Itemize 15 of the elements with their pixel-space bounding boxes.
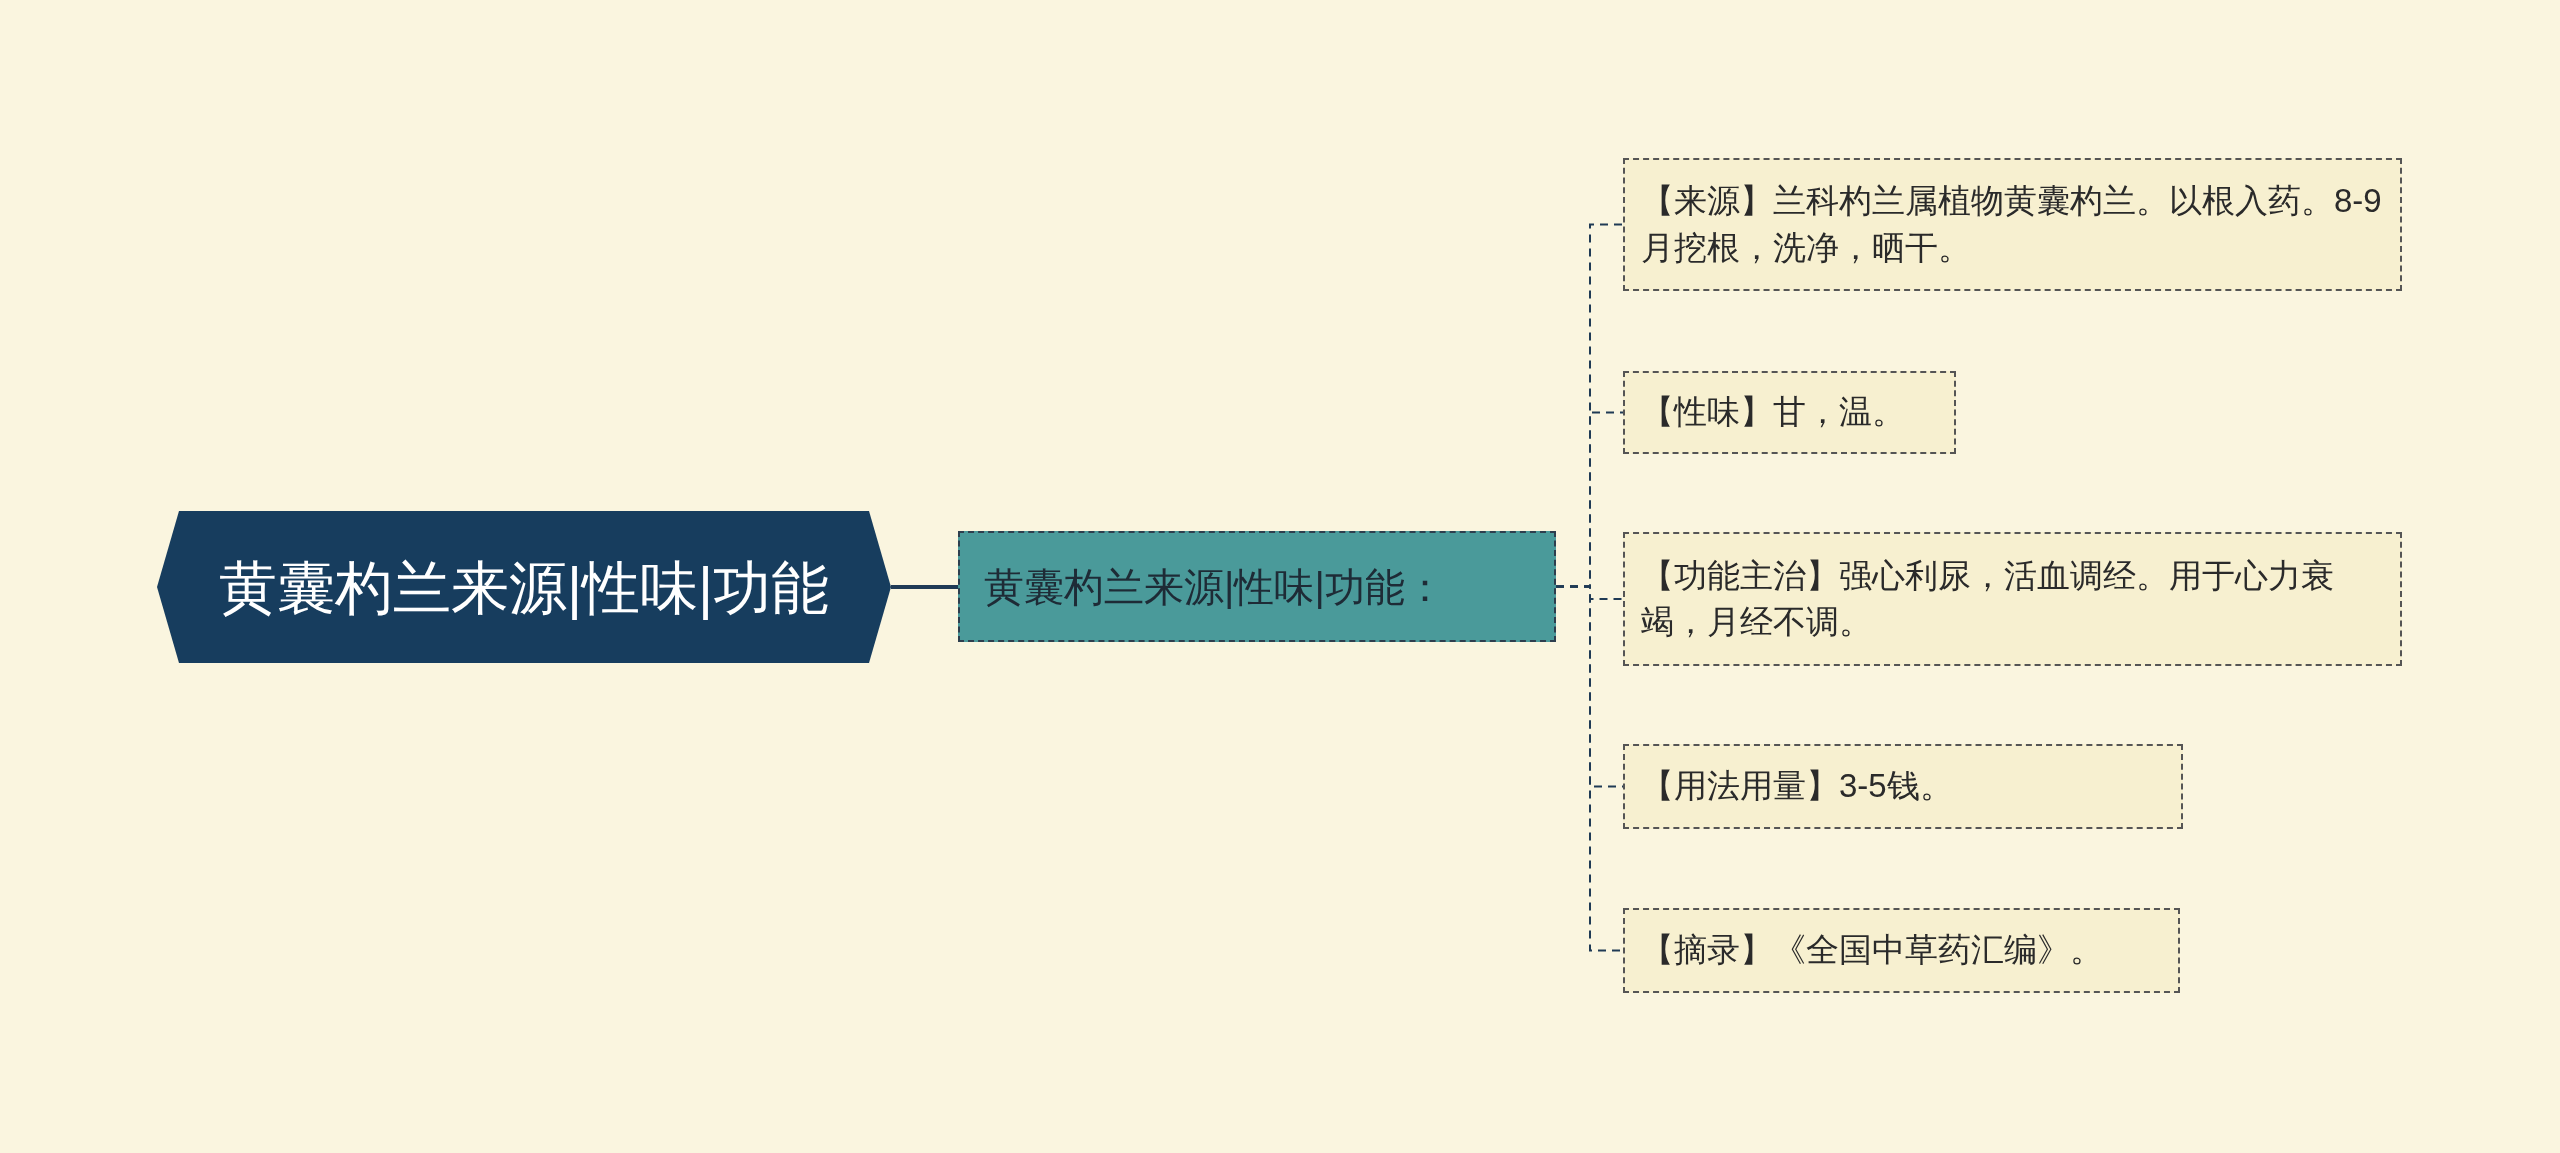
node-text: 【来源】兰科杓兰属植物黄囊杓兰。以根入药。8-9月挖根，洗净，晒干。 — [1641, 181, 2383, 268]
branch-box — [958, 531, 1556, 642]
node-text: 黄囊杓兰来源|性味|功能 — [218, 554, 830, 620]
node-text: 【功能主治】强心利尿，活血调经。用于心力衰竭，月经不调。 — [1641, 555, 2335, 642]
leaf-box — [1623, 908, 2180, 993]
leaf-box — [1623, 158, 2402, 291]
leaf-box — [1623, 371, 1956, 454]
leaf-box — [1623, 532, 2402, 666]
node-text: 【摘录】《全国中草药汇编》。 — [1641, 930, 2103, 971]
connector-line — [891, 585, 958, 589]
leaf-box — [1623, 744, 2183, 829]
hexagon-node — [157, 511, 891, 663]
node-text: 【性味】甘，温。 — [1641, 392, 1905, 433]
node-text: 黄囊杓兰来源|性味|功能： — [984, 563, 1445, 611]
node-text: 【用法用量】3-5钱。 — [1641, 766, 1953, 807]
